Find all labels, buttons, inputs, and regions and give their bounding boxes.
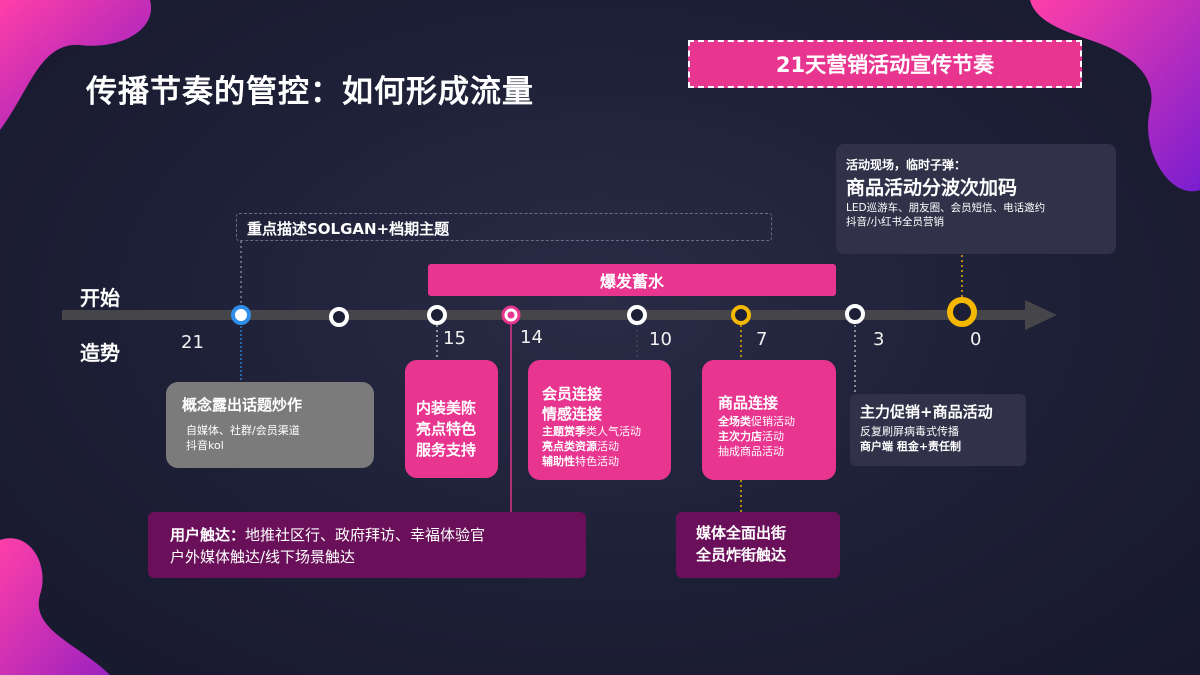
interior-line-3: 服务支持 bbox=[416, 441, 477, 459]
slogan-bar: 重点描述SOLGAN+档期主题 bbox=[236, 213, 772, 241]
user-touch-box: 用户触达：地推社区行、政府拜访、幸福体验官 户外媒体触达/线下场景触达 bbox=[148, 512, 586, 578]
main-promo-box: 主力促销+商品活动 反复刷屏病毒式传播 商户端 租金+责任制 bbox=[850, 394, 1026, 466]
member-row-1-rest: 类人气活动 bbox=[586, 425, 641, 438]
row-label-buildup: 造势 bbox=[80, 341, 120, 365]
user-touch-line-1: 用户触达：地推社区行、政府拜访、幸福体验官 bbox=[170, 524, 586, 546]
product-row-1-bold: 全场类 bbox=[718, 415, 751, 428]
product-row-1-rest: 促销活动 bbox=[751, 415, 795, 428]
title-badge: 21天营销活动宣传节奏 bbox=[688, 40, 1082, 88]
live-line-2: 抖音/小红书全员营销 bbox=[846, 216, 945, 228]
product-row-2-bold: 主次力店 bbox=[718, 430, 762, 443]
interior-line-1: 内装美陈 bbox=[416, 399, 477, 417]
timeline-number-7: 7 bbox=[756, 329, 768, 350]
member-row-2: 亮点类资源活动 bbox=[542, 439, 671, 454]
main-promo-line-2: 商户端 租金+责任制 bbox=[860, 440, 962, 453]
member-row-3: 辅助性特色活动 bbox=[542, 454, 671, 469]
decor-blob-top-left bbox=[0, 0, 152, 130]
media-line-1: 媒体全面出街 bbox=[696, 524, 787, 542]
slide-title: 传播节奏的管控：如何形成流量 bbox=[86, 74, 534, 110]
interior-line-2: 亮点特色 bbox=[416, 420, 477, 438]
node-day-3 bbox=[845, 304, 865, 324]
member-box: 会员连接 情感连接 主题赏季类人气活动 亮点类资源活动 辅助性特色活动 bbox=[528, 360, 671, 480]
timeline-number-15: 15 bbox=[443, 328, 466, 349]
main-promo-line-1: 反复刷屏病毒式传播 bbox=[860, 425, 959, 438]
row-label-start: 开始 bbox=[80, 286, 120, 310]
timeline-number-14: 14 bbox=[520, 327, 543, 348]
main-promo-title: 主力促销+商品活动 bbox=[860, 403, 993, 421]
product-row-2-rest: 活动 bbox=[762, 430, 784, 443]
live-title: 商品活动分波次加码 bbox=[846, 177, 1018, 199]
node-day-21 bbox=[231, 305, 251, 325]
timeline-arrow-head bbox=[1025, 300, 1057, 330]
member-title-1: 会员连接 bbox=[542, 385, 603, 403]
member-row-2-bold: 亮点类资源 bbox=[542, 440, 597, 453]
concept-box: 概念露出话题炒作 自媒体、社群/会员渠道 抖音kol bbox=[166, 382, 374, 468]
live-line-1: LED巡游车、朋友圈、会员短信、电话邀约 bbox=[846, 202, 1046, 214]
member-row-3-rest: 特色活动 bbox=[575, 455, 619, 468]
concept-line-1: 自媒体、社群/会员渠道 bbox=[186, 424, 300, 437]
node-day-7 bbox=[731, 305, 751, 325]
media-line-2: 全员炸街触达 bbox=[696, 546, 787, 564]
member-row-1-bold: 主题赏季 bbox=[542, 425, 586, 438]
member-row-2-rest: 活动 bbox=[597, 440, 619, 453]
concept-line-2: 抖音kol bbox=[186, 439, 224, 452]
product-box: 商品连接 全场类促销活动 主次力店活动 抽成商品活动 bbox=[702, 360, 836, 480]
decor-blob-top-right bbox=[1030, 0, 1200, 192]
product-row-2: 主次力店活动 bbox=[718, 429, 836, 444]
node-day-10 bbox=[627, 305, 647, 325]
node-day-14-inner bbox=[507, 311, 515, 319]
member-row-3-bold: 辅助性 bbox=[542, 455, 575, 468]
node-day-0 bbox=[947, 297, 977, 327]
timeline-number-0: 0 bbox=[970, 329, 982, 350]
user-touch-line-1-rest: 地推社区行、政府拜访、幸福体验官 bbox=[245, 526, 486, 544]
interior-box: 内装美陈 亮点特色 服务支持 bbox=[405, 360, 498, 478]
timeline-number-3: 3 bbox=[873, 329, 885, 350]
product-row-1: 全场类促销活动 bbox=[718, 414, 836, 429]
burst-bar: 爆发蓄水 bbox=[428, 264, 836, 296]
node-day-15 bbox=[427, 305, 447, 325]
timeline-number-21: 21 bbox=[181, 332, 204, 353]
member-title-2: 情感连接 bbox=[542, 405, 603, 423]
live-event-box: 活动现场，临时子弹： 商品活动分波次加码 LED巡游车、朋友圈、会员短信、电话邀… bbox=[836, 144, 1116, 254]
concept-title: 概念露出话题炒作 bbox=[182, 396, 303, 414]
member-row-1: 主题赏季类人气活动 bbox=[542, 424, 671, 439]
timeline-arrow-shaft bbox=[62, 310, 1027, 320]
decor-blob-bottom-left bbox=[0, 538, 110, 675]
node-day-18 bbox=[329, 307, 349, 327]
product-title: 商品连接 bbox=[718, 394, 779, 412]
product-row-3: 抽成商品活动 bbox=[718, 445, 784, 458]
user-touch-line-2: 户外媒体触达/线下场景触达 bbox=[170, 548, 356, 566]
user-touch-label: 用户触达： bbox=[170, 526, 246, 544]
media-box: 媒体全面出街 全员炸街触达 bbox=[676, 512, 840, 578]
timeline-number-10: 10 bbox=[649, 329, 672, 350]
live-label: 活动现场，临时子弹： bbox=[846, 158, 967, 172]
